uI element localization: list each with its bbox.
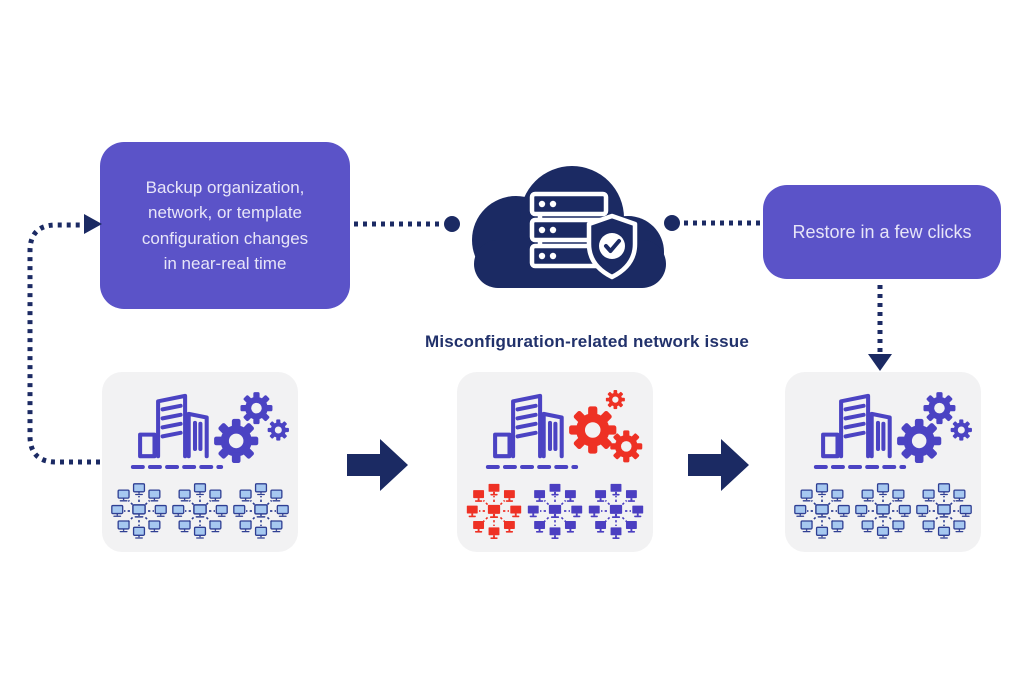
issue-caption: Misconfiguration-related network issue: [424, 332, 750, 351]
network-cluster-icon: [527, 483, 583, 539]
card-misconfigured-network: [457, 372, 653, 552]
network-cluster-icon: [855, 483, 911, 539]
server-stack-shield-check-icon: [529, 191, 638, 280]
backup-callout: Backup organization, network, or templat…: [100, 142, 350, 309]
backup-callout-label: Backup organization, network, or templat…: [141, 177, 309, 274]
network-clusters-row: [791, 478, 975, 544]
gears-icon: [897, 392, 972, 464]
restore-callout-label: Restore in a few clicks: [792, 221, 972, 242]
network-clusters-row: [463, 478, 647, 544]
arrowhead-into-restored-card: [868, 354, 892, 371]
network-cluster-icon: [233, 483, 290, 539]
network-cluster-icon: [110, 483, 167, 539]
flow-arrow-right-icon-1: [347, 439, 408, 491]
dotted-connector-card-to-backup: [27, 222, 100, 465]
network-cluster-icon: [916, 483, 973, 539]
cloud-shape: [472, 166, 666, 288]
flow-arrow-right-icon-2: [688, 439, 749, 491]
card-restored-network: [785, 372, 981, 552]
gears-broken-icon: [569, 390, 643, 463]
network-cluster-icon: [589, 483, 644, 539]
network-cluster-icon: [172, 483, 228, 539]
cloud-backup-icon: [450, 164, 674, 294]
network-cluster-icon: [793, 483, 850, 539]
network-clusters-row: [108, 478, 292, 544]
network-cluster-icon: [466, 483, 521, 539]
restore-callout: Restore in a few clicks: [763, 185, 1001, 279]
card-healthy-network: [102, 372, 298, 552]
gears-icon: [214, 392, 289, 464]
